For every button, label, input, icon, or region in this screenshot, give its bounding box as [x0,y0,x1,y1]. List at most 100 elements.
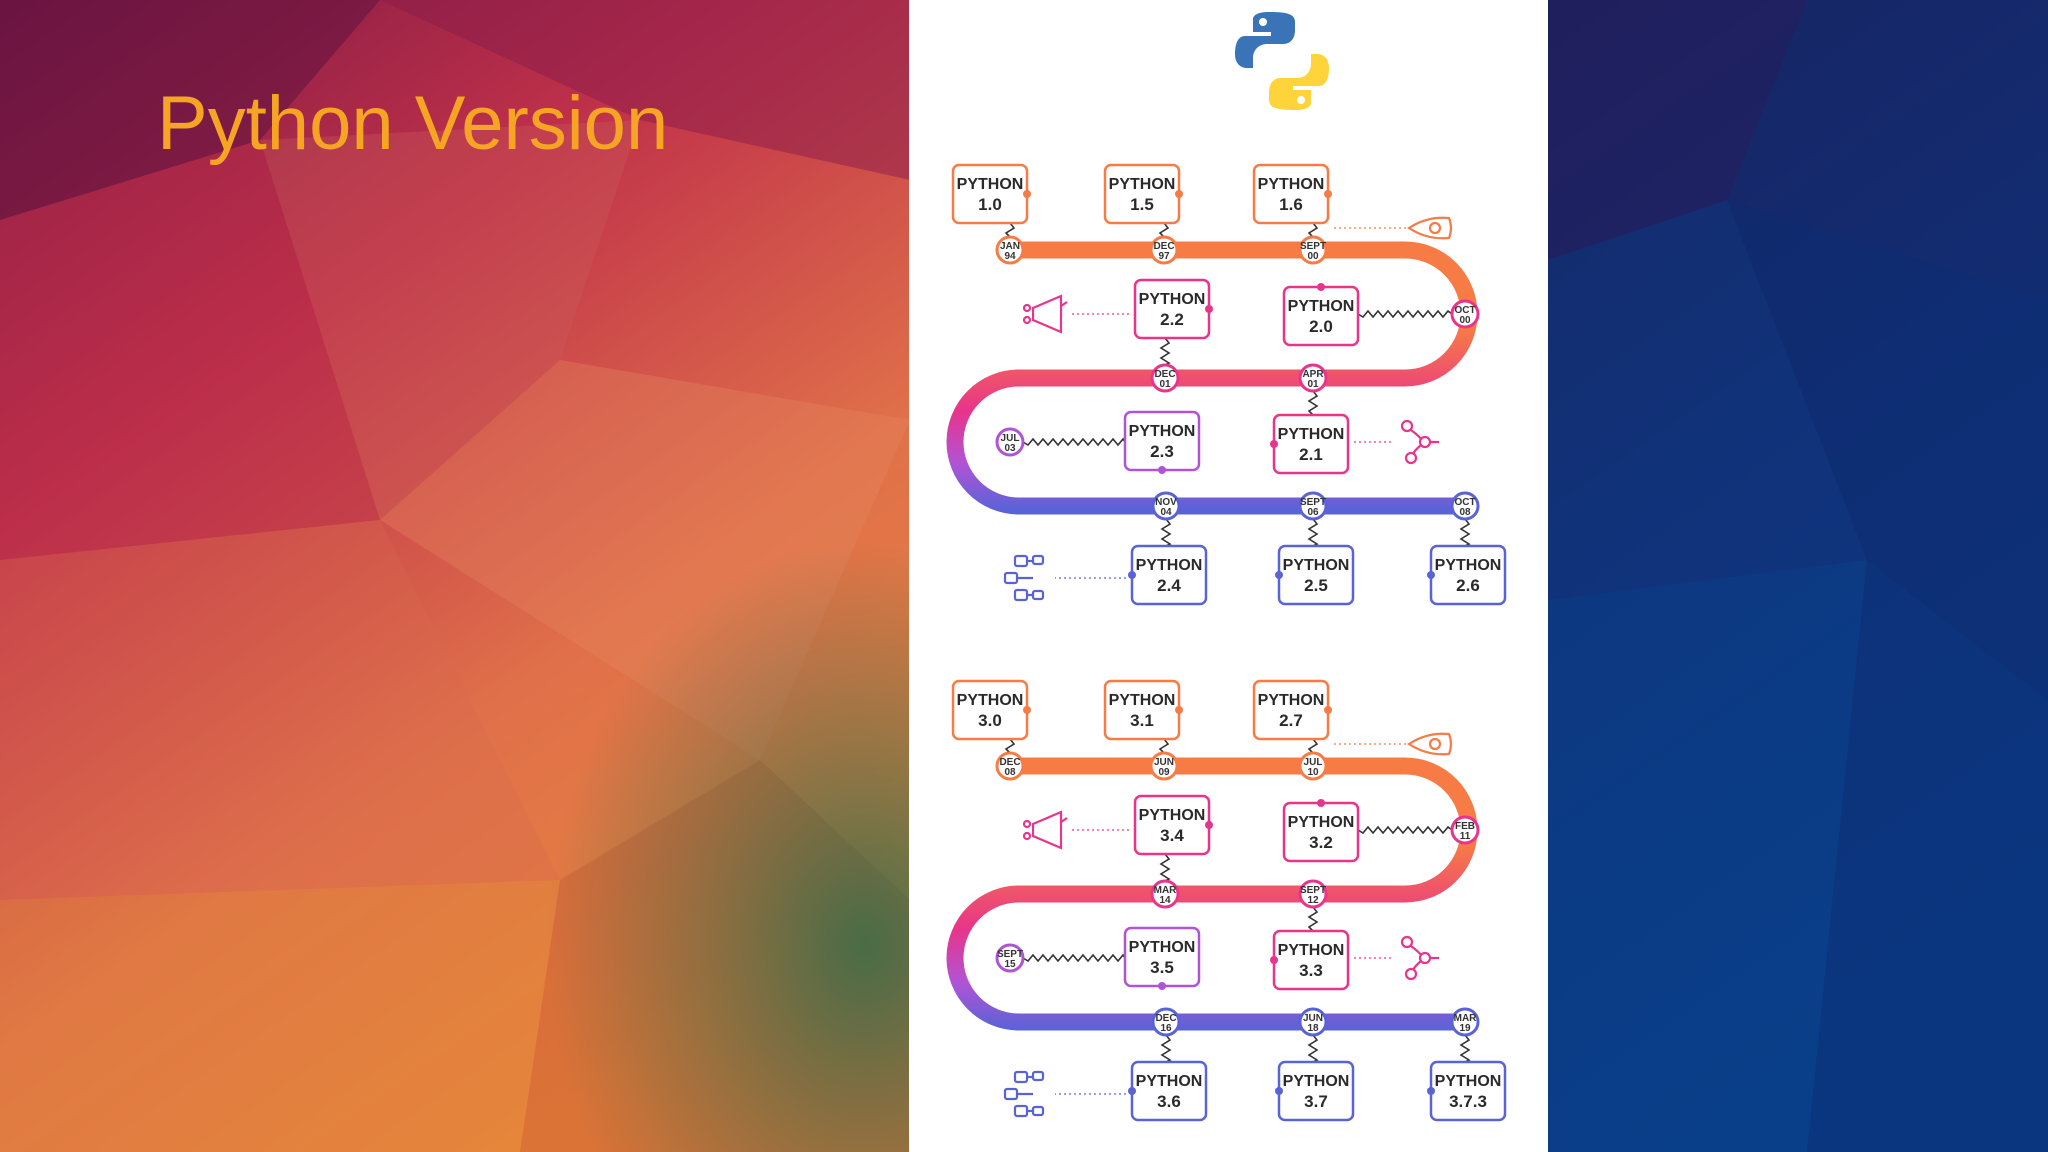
location-pin-icon [1407,732,1453,756]
version-box [1133,794,1211,856]
polygon-background-right [1547,0,2048,1152]
version-label: PYTHON [957,692,1024,709]
box-accent-dot [1270,440,1278,448]
release-year: 04 [1160,507,1172,518]
box-accent-dot [1270,956,1278,964]
polygon-background-left [0,0,910,1152]
date-bead [1298,879,1328,909]
version-label: PYTHON [1258,692,1325,709]
version-number: 2.6 [1456,576,1480,595]
version-box [1252,679,1330,741]
version-number: 2.7 [1279,711,1303,730]
box-accent-dot [1317,283,1325,291]
version-number: 1.0 [978,195,1002,214]
release-year: 00 [1307,251,1319,262]
version-box [1103,163,1181,225]
squiggle-connector [1158,222,1170,238]
date-bead [1298,751,1328,781]
version-box [1123,926,1201,988]
version-number: 3.1 [1130,711,1154,730]
release-year: 11 [1460,831,1471,842]
squiggle-connector [1357,825,1453,835]
location-pin-icon [1407,216,1453,240]
release-year: 09 [1158,767,1170,778]
date-bead [1298,491,1328,521]
squiggle-connector [1004,738,1016,754]
date-bead [1298,235,1328,265]
release-month: SEPT [1300,241,1326,252]
background-right [1547,0,2048,1152]
version-number: 1.5 [1130,195,1154,214]
version-box [1133,278,1211,340]
version-label: PYTHON [1136,557,1203,574]
version-label: PYTHON [1283,557,1350,574]
squiggle-connector [1022,953,1126,963]
date-bead [1450,299,1480,329]
version-label: PYTHON [1109,176,1176,193]
version-box [1277,1060,1355,1122]
squiggle-connector [1459,1034,1471,1063]
megaphone-icon [1022,810,1068,850]
squiggle-connector [1307,906,1319,932]
box-accent-dot [1175,190,1183,198]
flowchart-icon [1400,419,1439,465]
megaphone-icon [1022,294,1068,334]
release-year: 03 [1004,443,1016,454]
version-box [1272,413,1350,475]
release-year: 06 [1307,507,1319,518]
release-month: OCT [1454,305,1475,316]
box-accent-dot [1158,466,1166,474]
date-bead [1298,1007,1328,1037]
box-accent-dot [1128,1087,1136,1095]
release-year: 01 [1307,379,1319,390]
version-number: 3.5 [1150,958,1174,977]
version-box [1277,544,1355,606]
squiggle-connector [1004,222,1016,238]
version-number: 3.4 [1160,826,1184,845]
version-box [1429,1060,1507,1122]
version-box [1123,410,1201,472]
release-year: 19 [1459,1023,1471,1034]
squiggle-connector [1459,518,1471,547]
release-month: JUL [1304,757,1323,768]
release-month: DEC [999,757,1020,768]
date-bead [1151,491,1181,521]
squiggle-connector [1158,738,1170,754]
flowchart-icon [1400,935,1439,981]
squiggle-connector [1160,518,1172,547]
release-month: MAR [1154,885,1178,896]
version-number: 2.3 [1150,442,1174,461]
version-number: 1.6 [1279,195,1303,214]
version-box [951,679,1029,741]
release-month: JUN [1154,757,1174,768]
version-number: 2.2 [1160,310,1184,329]
release-year: 94 [1004,251,1016,262]
date-bead [1450,1007,1480,1037]
org-chart-icon [1003,554,1045,602]
timeline-track [946,757,1478,1031]
version-box [1282,285,1360,347]
release-year: 18 [1307,1023,1319,1034]
version-label: PYTHON [1129,423,1196,440]
timeline-track [946,241,1478,515]
version-label: PYTHON [1109,692,1176,709]
python-logo-icon [1235,12,1329,110]
release-month: SEPT [1300,497,1326,508]
release-year: 08 [1004,767,1016,778]
box-accent-dot [1324,190,1332,198]
version-label: PYTHON [1136,1073,1203,1090]
date-bead [1151,1007,1181,1037]
release-month: APR [1302,369,1324,380]
box-accent-dot [1275,1087,1283,1095]
version-label: PYTHON [1129,939,1196,956]
